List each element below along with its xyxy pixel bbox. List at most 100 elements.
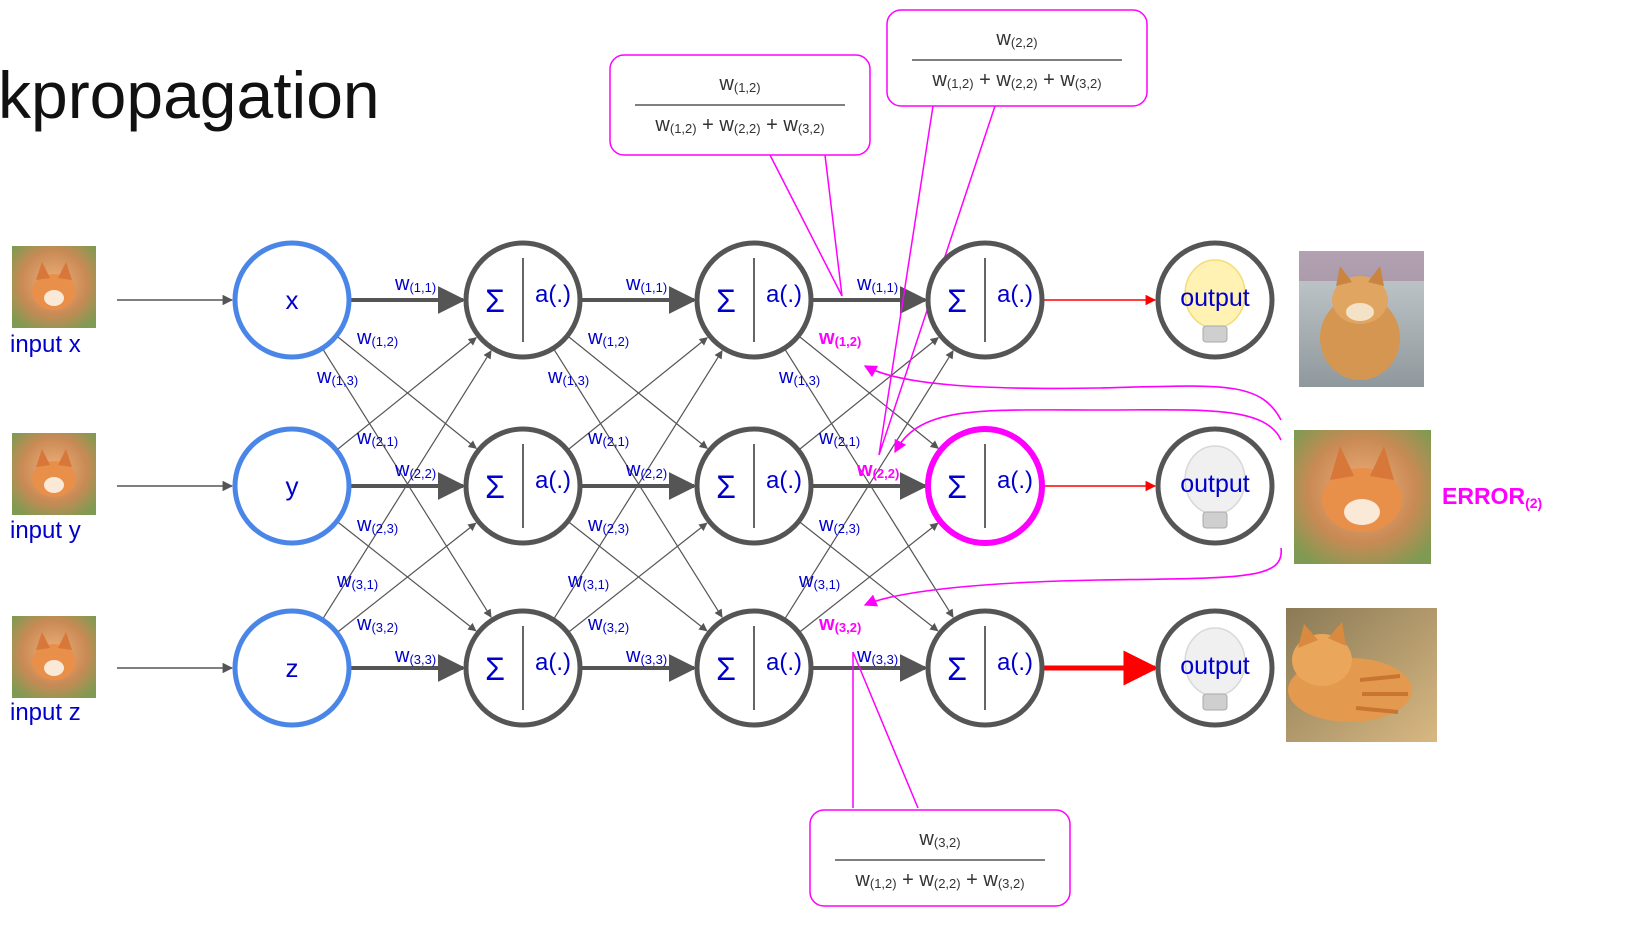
activation-label: a(.): [535, 649, 571, 676]
callout-pointer-1: [769, 154, 843, 297]
weight-label-L1-5: w(2,3): [587, 514, 629, 536]
edge-2-0-2: [783, 347, 954, 618]
edge-2-1-0: [798, 337, 939, 451]
sum-symbol: Σ: [716, 651, 736, 687]
weight-label-L0-3: w(2,1): [356, 427, 398, 449]
weight-label-L1-4: w(2,2): [625, 459, 667, 481]
weight-label-L2-2: w(1,3): [778, 366, 820, 388]
lightbulb-on-icon: [1184, 259, 1246, 343]
output-nodes: output output output: [1155, 240, 1275, 728]
weight-label-L1-1: w(1,2): [587, 327, 629, 349]
input-node-z: z: [232, 608, 352, 728]
edge-2-2-1: [798, 522, 939, 634]
output-image-cat: [1286, 608, 1437, 742]
sum-symbol: Σ: [947, 651, 967, 687]
weight-label-L0-2: w(1,3): [316, 366, 358, 388]
edge-0-1-2: [336, 520, 477, 632]
output-node-1: output: [1155, 426, 1275, 546]
weight-label-L1-8: w(3,3): [625, 645, 667, 667]
fraction-denominator: w(1,2) + w(2,2) + w(3,2): [654, 114, 824, 136]
weight-label-L0-8: w(3,3): [394, 645, 436, 667]
weight-label-L2-7: w(3,2): [818, 613, 861, 635]
weight-label-L1-6: w(3,1): [567, 570, 609, 592]
weight-labels: w(1,1) w(1,2) w(1,3) w(2,1) w(2,2) w(2,3) w(3,…: [316, 273, 899, 667]
weight-fraction-callouts: w(1,2) w(1,2) + w(2,2) + w(3,2) w(2,2) w(1,…: [609, 9, 1148, 907]
output-image-dog: [1299, 251, 1424, 387]
output-label: output: [1180, 284, 1250, 312]
weight-label-L1-0: w(1,1): [625, 273, 667, 295]
input-node-y-label: y: [286, 471, 299, 501]
input-node-x: x: [232, 240, 352, 360]
edge-1-1-0: [567, 337, 708, 451]
weight-label-L2-5: w(2,3): [818, 514, 860, 536]
fraction-callout-1: w(1,2) w(1,2) + w(2,2) + w(3,2): [609, 54, 871, 156]
input-label-z: input z: [10, 699, 81, 726]
fraction-denominator: w(1,2) + w(2,2) + w(3,2): [854, 869, 1024, 891]
weight-label-L0-7: w(3,2): [356, 613, 398, 635]
weight-label-L1-7: w(3,2): [587, 613, 629, 635]
error-label: ERROR(2): [1442, 483, 1542, 511]
edge-2-1-2: [798, 520, 939, 632]
activation-label: a(.): [997, 281, 1033, 308]
edge-0-0-1: [336, 335, 477, 449]
output-image-fox: [1294, 430, 1431, 564]
callout-pointer-3: [852, 651, 919, 809]
fraction-numerator: w(2,2): [995, 28, 1037, 50]
weight-label-L0-6: w(3,1): [336, 570, 378, 592]
input-label-y: input y: [10, 517, 81, 544]
edge-1-1-2: [567, 520, 708, 632]
page-title: kpropagation: [0, 58, 380, 132]
fraction-denominator: w(1,2) + w(2,2) + w(3,2): [931, 69, 1101, 91]
input-image-x: [12, 246, 96, 328]
input-node-y: y: [232, 426, 352, 546]
fraction-callout-3: w(3,2)w(1,2) + w(2,2) + w(3,2): [809, 809, 1071, 907]
weight-label-L0-1: w(1,2): [356, 327, 398, 349]
error-curve-bottom: [863, 547, 1282, 607]
weight-label-L0-0: w(1,1): [394, 273, 436, 295]
sum-symbol: Σ: [485, 651, 505, 687]
output-node-2: output: [1155, 608, 1275, 728]
sum-symbol: Σ: [485, 469, 505, 505]
sum-symbol: Σ: [485, 283, 505, 319]
fraction-callout-2: w(2,2) w(1,2) + w(2,2) + w(3,2): [886, 9, 1148, 107]
activation-label: a(.): [535, 467, 571, 494]
weight-label-L1-3: w(2,1): [587, 427, 629, 449]
callout-pointer-2: [878, 105, 996, 456]
error-curve-top: [863, 365, 1282, 421]
input-image-y: [12, 433, 96, 515]
error-curve-mid: [894, 408, 1282, 454]
edge-1-0-1: [567, 335, 708, 449]
output-label: output: [1180, 470, 1250, 498]
sum-symbol: Σ: [716, 469, 736, 505]
lightbulb-off-icon: [1184, 627, 1246, 711]
weight-label-L2-6: w(3,1): [798, 570, 840, 592]
error-flow-links: [769, 105, 1282, 809]
edge-1-2-0: [552, 350, 723, 621]
weight-label-L0-4: w(2,2): [394, 459, 436, 481]
edge-0-2-1: [336, 522, 477, 634]
weight-label-L2-1: w(1,2): [818, 327, 861, 349]
weight-label-L2-8: w(3,3): [856, 645, 898, 667]
activation-label: a(.): [766, 467, 802, 494]
fraction-numerator: w(1,2): [718, 73, 760, 95]
edge-1-2-1: [567, 522, 708, 634]
output-label: output: [1180, 652, 1250, 680]
weight-label-L2-3: w(2,1): [818, 427, 860, 449]
activation-label: a(.): [997, 649, 1033, 676]
input-image-z: [12, 616, 96, 698]
edge-0-1-0: [336, 337, 477, 451]
edge-1-0-2: [552, 347, 723, 618]
sum-symbol: Σ: [947, 283, 967, 319]
weight-label-L0-5: w(2,3): [356, 514, 398, 536]
edge-0-0-2: [321, 347, 492, 618]
